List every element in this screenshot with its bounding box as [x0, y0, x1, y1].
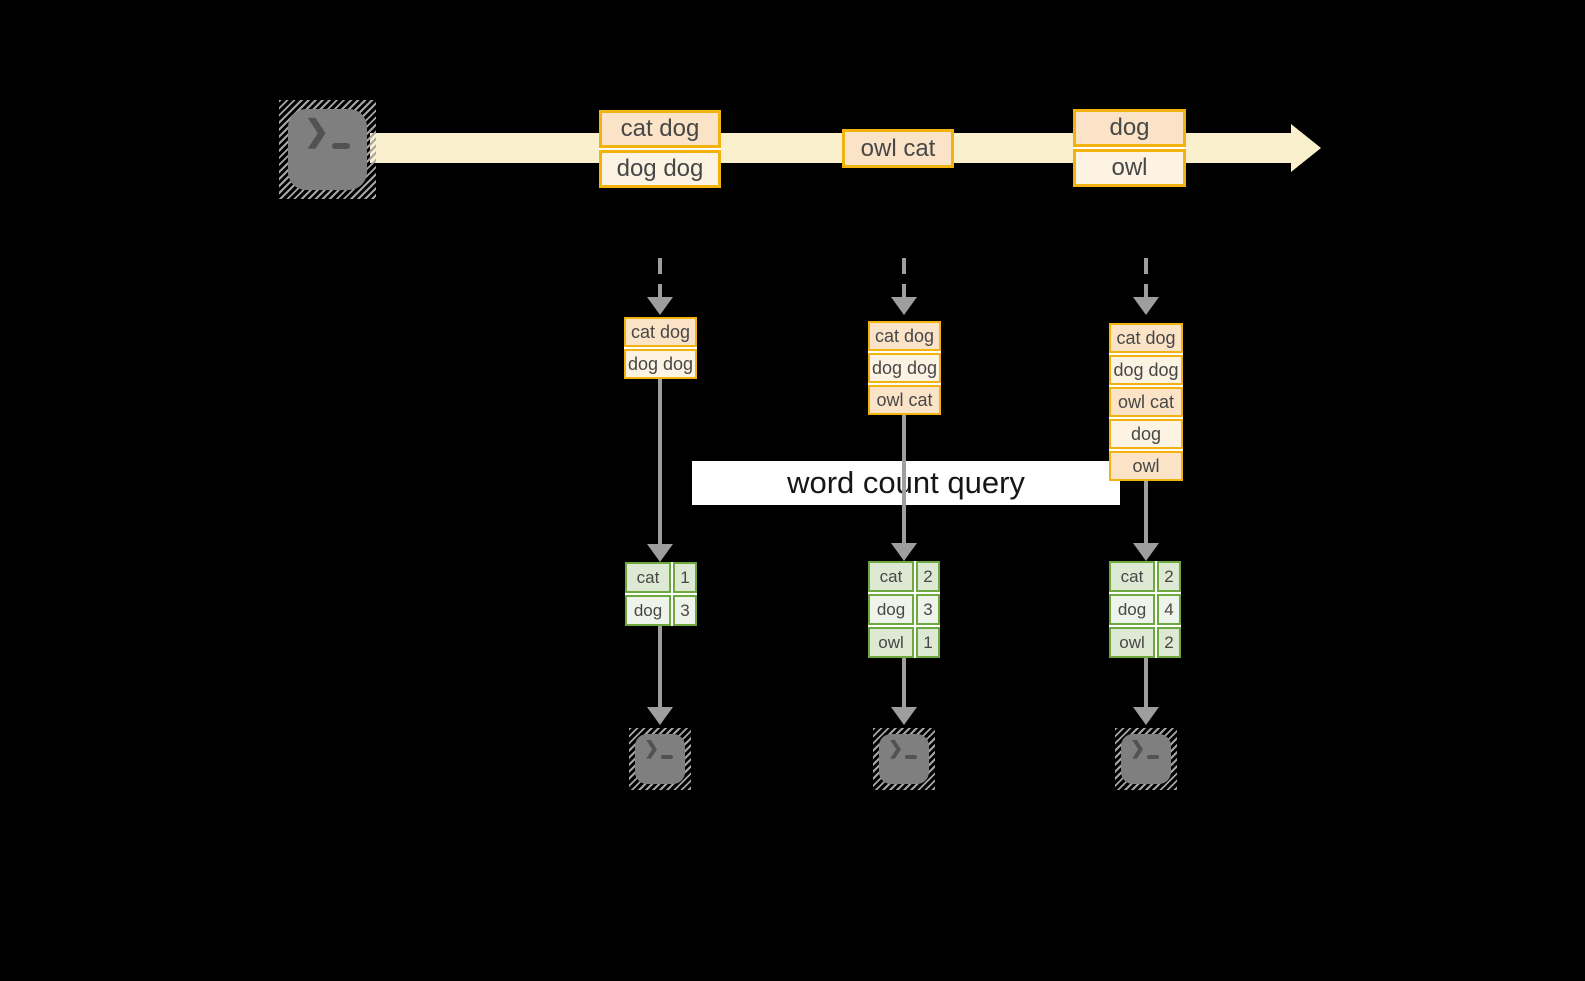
result-row: owl 1	[868, 627, 940, 658]
result-word: owl	[1109, 627, 1155, 658]
terminal-body: ❯	[288, 109, 367, 190]
terminal-body: ❯	[879, 734, 929, 784]
sink-terminal-icon-3: ❯	[1115, 728, 1177, 790]
result-word: cat	[1109, 561, 1155, 592]
terminal-prompt-underscore-icon	[661, 755, 673, 759]
state-row: cat dog	[624, 317, 697, 347]
state-table-2: cat dog dog dog owl cat	[868, 321, 941, 415]
result-word: dog	[625, 595, 671, 626]
stream-record: owl cat	[842, 129, 954, 168]
insert-arrow-line-3	[1144, 258, 1148, 298]
result-count: 2	[916, 561, 940, 592]
result-row: cat 2	[868, 561, 940, 592]
terminal-prompt-chevron-icon: ❯	[1130, 738, 1146, 758]
insert-arrow-line-1	[658, 258, 662, 298]
query-label: word count query	[692, 461, 1120, 505]
query-arrowhead-icon	[1133, 543, 1159, 561]
result-row: cat 1	[625, 562, 697, 593]
result-word: cat	[625, 562, 671, 593]
query-arrow-line-3	[1144, 481, 1148, 543]
result-row: cat 2	[1109, 561, 1181, 592]
result-word: dog	[1109, 594, 1155, 625]
result-count: 2	[1157, 561, 1181, 592]
terminal-prompt-chevron-icon: ❯	[644, 738, 660, 758]
insert-arrowhead-icon	[1133, 297, 1159, 315]
stream-event-2: owl cat	[842, 129, 954, 168]
terminal-prompt-chevron-icon: ❯	[304, 115, 330, 148]
insert-arrowhead-icon	[891, 297, 917, 315]
query-label-text: word count query	[787, 465, 1025, 500]
result-row: dog 4	[1109, 594, 1181, 625]
result-count: 3	[916, 594, 940, 625]
state-row: dog	[1109, 419, 1183, 449]
state-row: dog dog	[1109, 355, 1183, 385]
stream-record: dog	[1073, 109, 1186, 147]
state-row: dog dog	[624, 349, 697, 379]
result-word: owl	[868, 627, 914, 658]
sink-arrow-line-1	[658, 626, 662, 707]
result-row: dog 3	[868, 594, 940, 625]
insert-arrow-line-2	[902, 258, 906, 298]
result-count: 3	[673, 595, 697, 626]
result-word: dog	[868, 594, 914, 625]
result-count: 4	[1157, 594, 1181, 625]
state-table-3: cat dog dog dog owl cat dog owl	[1109, 323, 1183, 481]
result-count: 1	[673, 562, 697, 593]
stream-source-terminal-icon: ❯	[279, 100, 376, 199]
sink-terminal-icon-1: ❯	[629, 728, 691, 790]
query-arrow-line-2	[902, 415, 906, 543]
state-table-1: cat dog dog dog	[624, 317, 697, 379]
result-table-1: cat 1 dog 3	[625, 562, 697, 626]
result-row: owl 2	[1109, 627, 1181, 658]
query-arrowhead-icon	[647, 544, 673, 562]
stream-record: owl	[1073, 149, 1186, 187]
result-count: 1	[916, 627, 940, 658]
sink-terminal-icon-2: ❯	[873, 728, 935, 790]
state-row: cat dog	[868, 321, 941, 351]
terminal-prompt-chevron-icon: ❯	[888, 738, 904, 758]
state-row: owl cat	[868, 385, 941, 415]
stream-timeline-arrowhead-icon	[1291, 124, 1321, 172]
insert-arrowhead-icon	[647, 297, 673, 315]
stream-event-1: cat dog dog dog	[599, 110, 721, 188]
query-arrow-line-1	[658, 379, 662, 544]
terminal-prompt-underscore-icon	[332, 143, 350, 149]
state-row: owl cat	[1109, 387, 1183, 417]
result-row: dog 3	[625, 595, 697, 626]
state-row: owl	[1109, 451, 1183, 481]
terminal-body: ❯	[1121, 734, 1171, 784]
query-arrowhead-icon	[891, 543, 917, 561]
sink-arrowhead-icon	[891, 707, 917, 725]
result-count: 2	[1157, 627, 1181, 658]
result-table-2: cat 2 dog 3 owl 1	[868, 561, 940, 658]
terminal-prompt-underscore-icon	[1147, 755, 1159, 759]
stream-event-3: dog owl	[1073, 109, 1186, 187]
terminal-prompt-underscore-icon	[905, 755, 917, 759]
state-row: dog dog	[868, 353, 941, 383]
sink-arrowhead-icon	[1133, 707, 1159, 725]
sink-arrow-line-3	[1144, 658, 1148, 707]
result-word: cat	[868, 561, 914, 592]
sink-arrowhead-icon	[647, 707, 673, 725]
state-row: cat dog	[1109, 323, 1183, 353]
stream-record: cat dog	[599, 110, 721, 148]
stream-record: dog dog	[599, 150, 721, 188]
sink-arrow-line-2	[902, 658, 906, 707]
result-table-3: cat 2 dog 4 owl 2	[1109, 561, 1181, 658]
terminal-body: ❯	[635, 734, 685, 784]
